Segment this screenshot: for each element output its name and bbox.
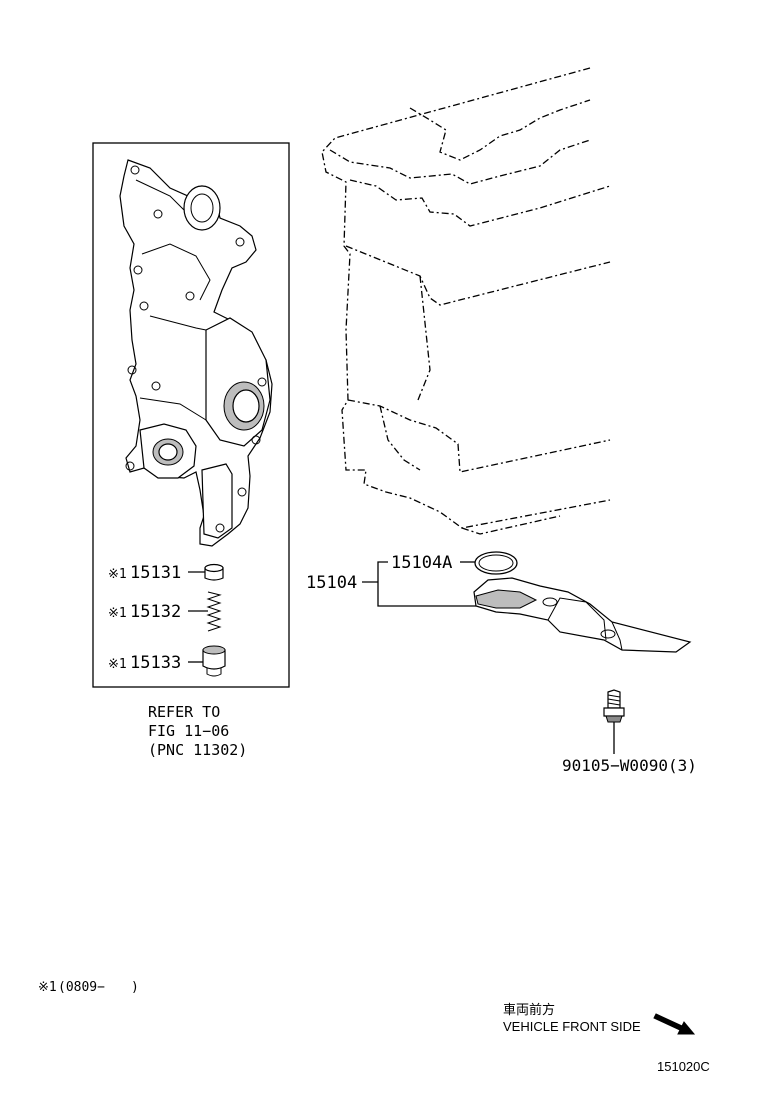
refer-note-line2: FIG 11−06	[148, 722, 229, 740]
footnote-mark: ※1	[38, 980, 57, 995]
callout-15104: 15104	[306, 573, 357, 593]
gasket-ring-part	[474, 551, 518, 575]
front-side-english: VEHICLE FRONT SIDE	[503, 1019, 641, 1034]
oil-strainer-part	[473, 577, 692, 653]
relief-valve-part	[204, 563, 224, 581]
spring-part	[206, 591, 222, 632]
footnote-mark-15132: ※1	[108, 606, 127, 621]
footnote-date-range: (0809− )	[58, 980, 139, 995]
inset-frame	[92, 142, 290, 688]
plug-part	[202, 645, 226, 677]
callout-15104A: 15104A	[391, 553, 452, 573]
callout-15133: 15133	[130, 653, 181, 673]
callout-bolt: 90105−W0090(3)	[562, 756, 697, 775]
leader-lines	[188, 561, 615, 754]
timing-cover-illustration	[119, 159, 273, 547]
callout-15132: 15132	[130, 602, 181, 622]
footnote-mark-15133: ※1	[108, 657, 127, 672]
footnote-mark-15131: ※1	[108, 567, 127, 582]
refer-note-line1: REFER TO	[148, 703, 220, 721]
illustration-code: 151020C	[657, 1059, 710, 1074]
bolt-part	[603, 689, 625, 723]
callout-15131: 15131	[130, 563, 181, 583]
refer-note-line3: (PNC 11302)	[148, 741, 247, 759]
front-side-japanese: 車両前方	[503, 1002, 555, 1017]
engine-block-outline	[321, 67, 611, 535]
front-direction-arrow-icon	[653, 1013, 696, 1035]
